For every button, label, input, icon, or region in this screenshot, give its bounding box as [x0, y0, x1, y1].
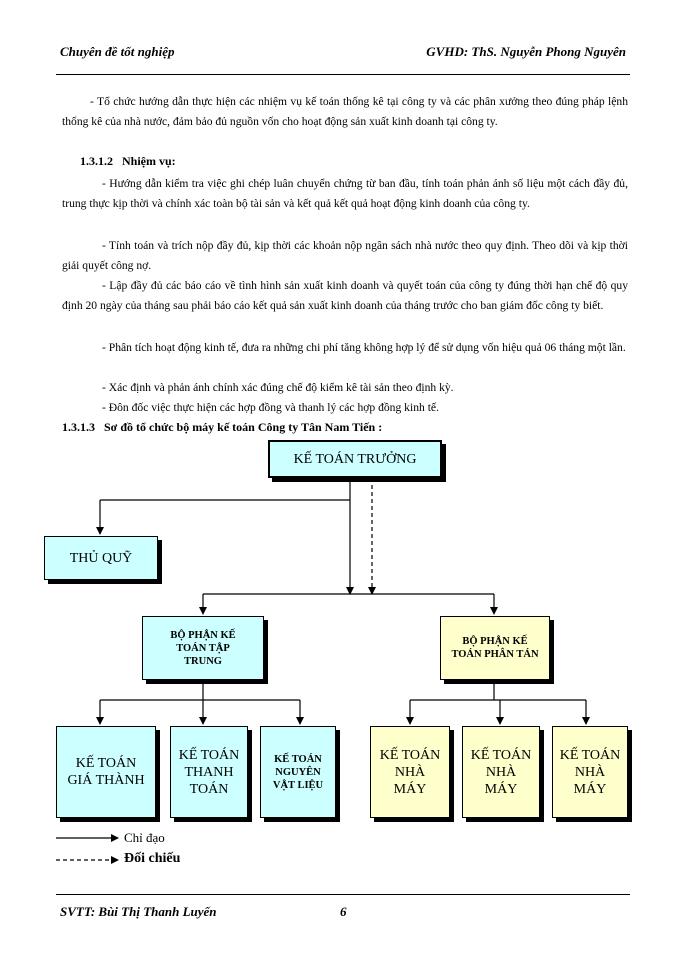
box-materials-accounting: KẾ TOÁN NGUYÊN VẬT LIỆU: [260, 726, 336, 818]
box-label-line: BỘ PHẬN KẾ: [170, 629, 236, 641]
box-label-line: KẾ TOÁN: [75, 756, 137, 771]
box-label-line: NHÀ: [485, 764, 517, 780]
duty-paragraph: - Xác định và phản ánh chính xác đúng ch…: [102, 381, 454, 394]
duty-paragraph: - Phân tích hoạt động kinh tế, đưa ra nh…: [102, 341, 626, 354]
box-label-line: KẾ TOÁN: [379, 747, 441, 763]
duty-paragraph: - Lập đầy đủ các báo cáo về tình hình sả…: [62, 279, 628, 312]
box-cost-accounting: KẾ TOÁN GIÁ THÀNH: [56, 726, 156, 818]
box-label-line: TOÁN TẬP: [176, 642, 230, 654]
section-heading-duties: 1.3.1.2 Nhiệm vụ:: [80, 154, 176, 169]
box-label-line: VẬT LIỆU: [272, 779, 324, 791]
duty-paragraph: - Hướng dẫn kiểm tra việc ghi chép luân …: [62, 177, 628, 210]
header-advisor: GVHD: ThS. Nguyễn Phong Nguyên: [426, 44, 626, 59]
box-label-line: MÁY: [484, 781, 518, 797]
box-label-line: MÁY: [393, 781, 427, 797]
box-label-line: BỘ PHẬN KẾ: [462, 636, 528, 647]
section-heading-diagram: 1.3.1.3 Sơ đồ tổ chức bộ máy kế toán Côn…: [62, 420, 382, 435]
box-factory-accounting: KẾ TOÁN NHÀ MÁY: [370, 726, 450, 818]
box-label-line: TRUNG: [184, 655, 222, 667]
legend-solid-label: Chỉ đạo: [124, 830, 165, 845]
section-title: Nhiệm vụ:: [122, 154, 176, 168]
intro-paragraph: - Tổ chức hướng dẫn thực hiện các nhiệm …: [62, 95, 628, 128]
box-factory-accounting: KẾ TOÁN NHÀ MÁY: [552, 726, 628, 818]
box-label-line: KẾ TOÁN: [178, 747, 240, 763]
duty-paragraph: - Tính toán và trích nộp đầy đủ, kịp thờ…: [62, 239, 628, 272]
box-label-line: NGUYÊN: [275, 766, 321, 778]
section-number: 1.3.1.2: [80, 154, 113, 168]
box-cashier: THỦ QUỸ: [44, 536, 158, 580]
box-label: THỦ QUỸ: [69, 550, 133, 566]
duty-paragraph: - Đôn đốc việc thực hiện các hợp đồng và…: [102, 401, 439, 414]
box-label-line: KẾ TOÁN: [274, 753, 322, 765]
box-factory-accounting: KẾ TOÁN NHÀ MÁY: [462, 726, 540, 818]
box-central-accounting-dept: BỘ PHẬN KẾ TOÁN TẬP TRUNG: [142, 616, 264, 680]
box-label-line: THANH: [184, 764, 234, 780]
box-chief-accountant: KẾ TOÁN TRƯỞNG: [268, 440, 442, 478]
page-number: 6: [340, 904, 347, 919]
box-label-line: KẾ TOÁN: [559, 747, 621, 763]
footer-student: SVTT: Bùi Thị Thanh Luyến: [60, 904, 217, 919]
box-label-line: NHÀ: [394, 764, 426, 780]
header-rule: [56, 74, 630, 75]
legend-dashed-label: Đối chiếu: [124, 851, 181, 866]
box-label-line: TOÁN: [189, 781, 229, 797]
page-header: Chuyên đề tốt nghiệp GVHD: ThS. Nguyễn P…: [56, 44, 630, 64]
box-label-line: MÁY: [573, 781, 607, 797]
footer-rule: [56, 894, 630, 895]
box-label: KẾ TOÁN TRƯỞNG: [293, 451, 417, 467]
header-title: Chuyên đề tốt nghiệp: [60, 44, 175, 59]
box-payment-accounting: KẾ TOÁN THANH TOÁN: [170, 726, 248, 818]
box-label-line: GIÁ THÀNH: [67, 773, 145, 788]
section-number: 1.3.1.3: [62, 420, 95, 434]
box-dispersed-accounting-dept: BỘ PHẬN KẾ TOÁN PHÂN TÁN: [440, 616, 550, 680]
box-label-line: TOÁN PHÂN TÁN: [451, 649, 539, 660]
box-label-line: KẾ TOÁN: [470, 747, 532, 763]
box-label-line: NHÀ: [574, 764, 606, 780]
section-title: Sơ đồ tổ chức bộ máy kế toán Công ty Tân…: [104, 420, 383, 434]
